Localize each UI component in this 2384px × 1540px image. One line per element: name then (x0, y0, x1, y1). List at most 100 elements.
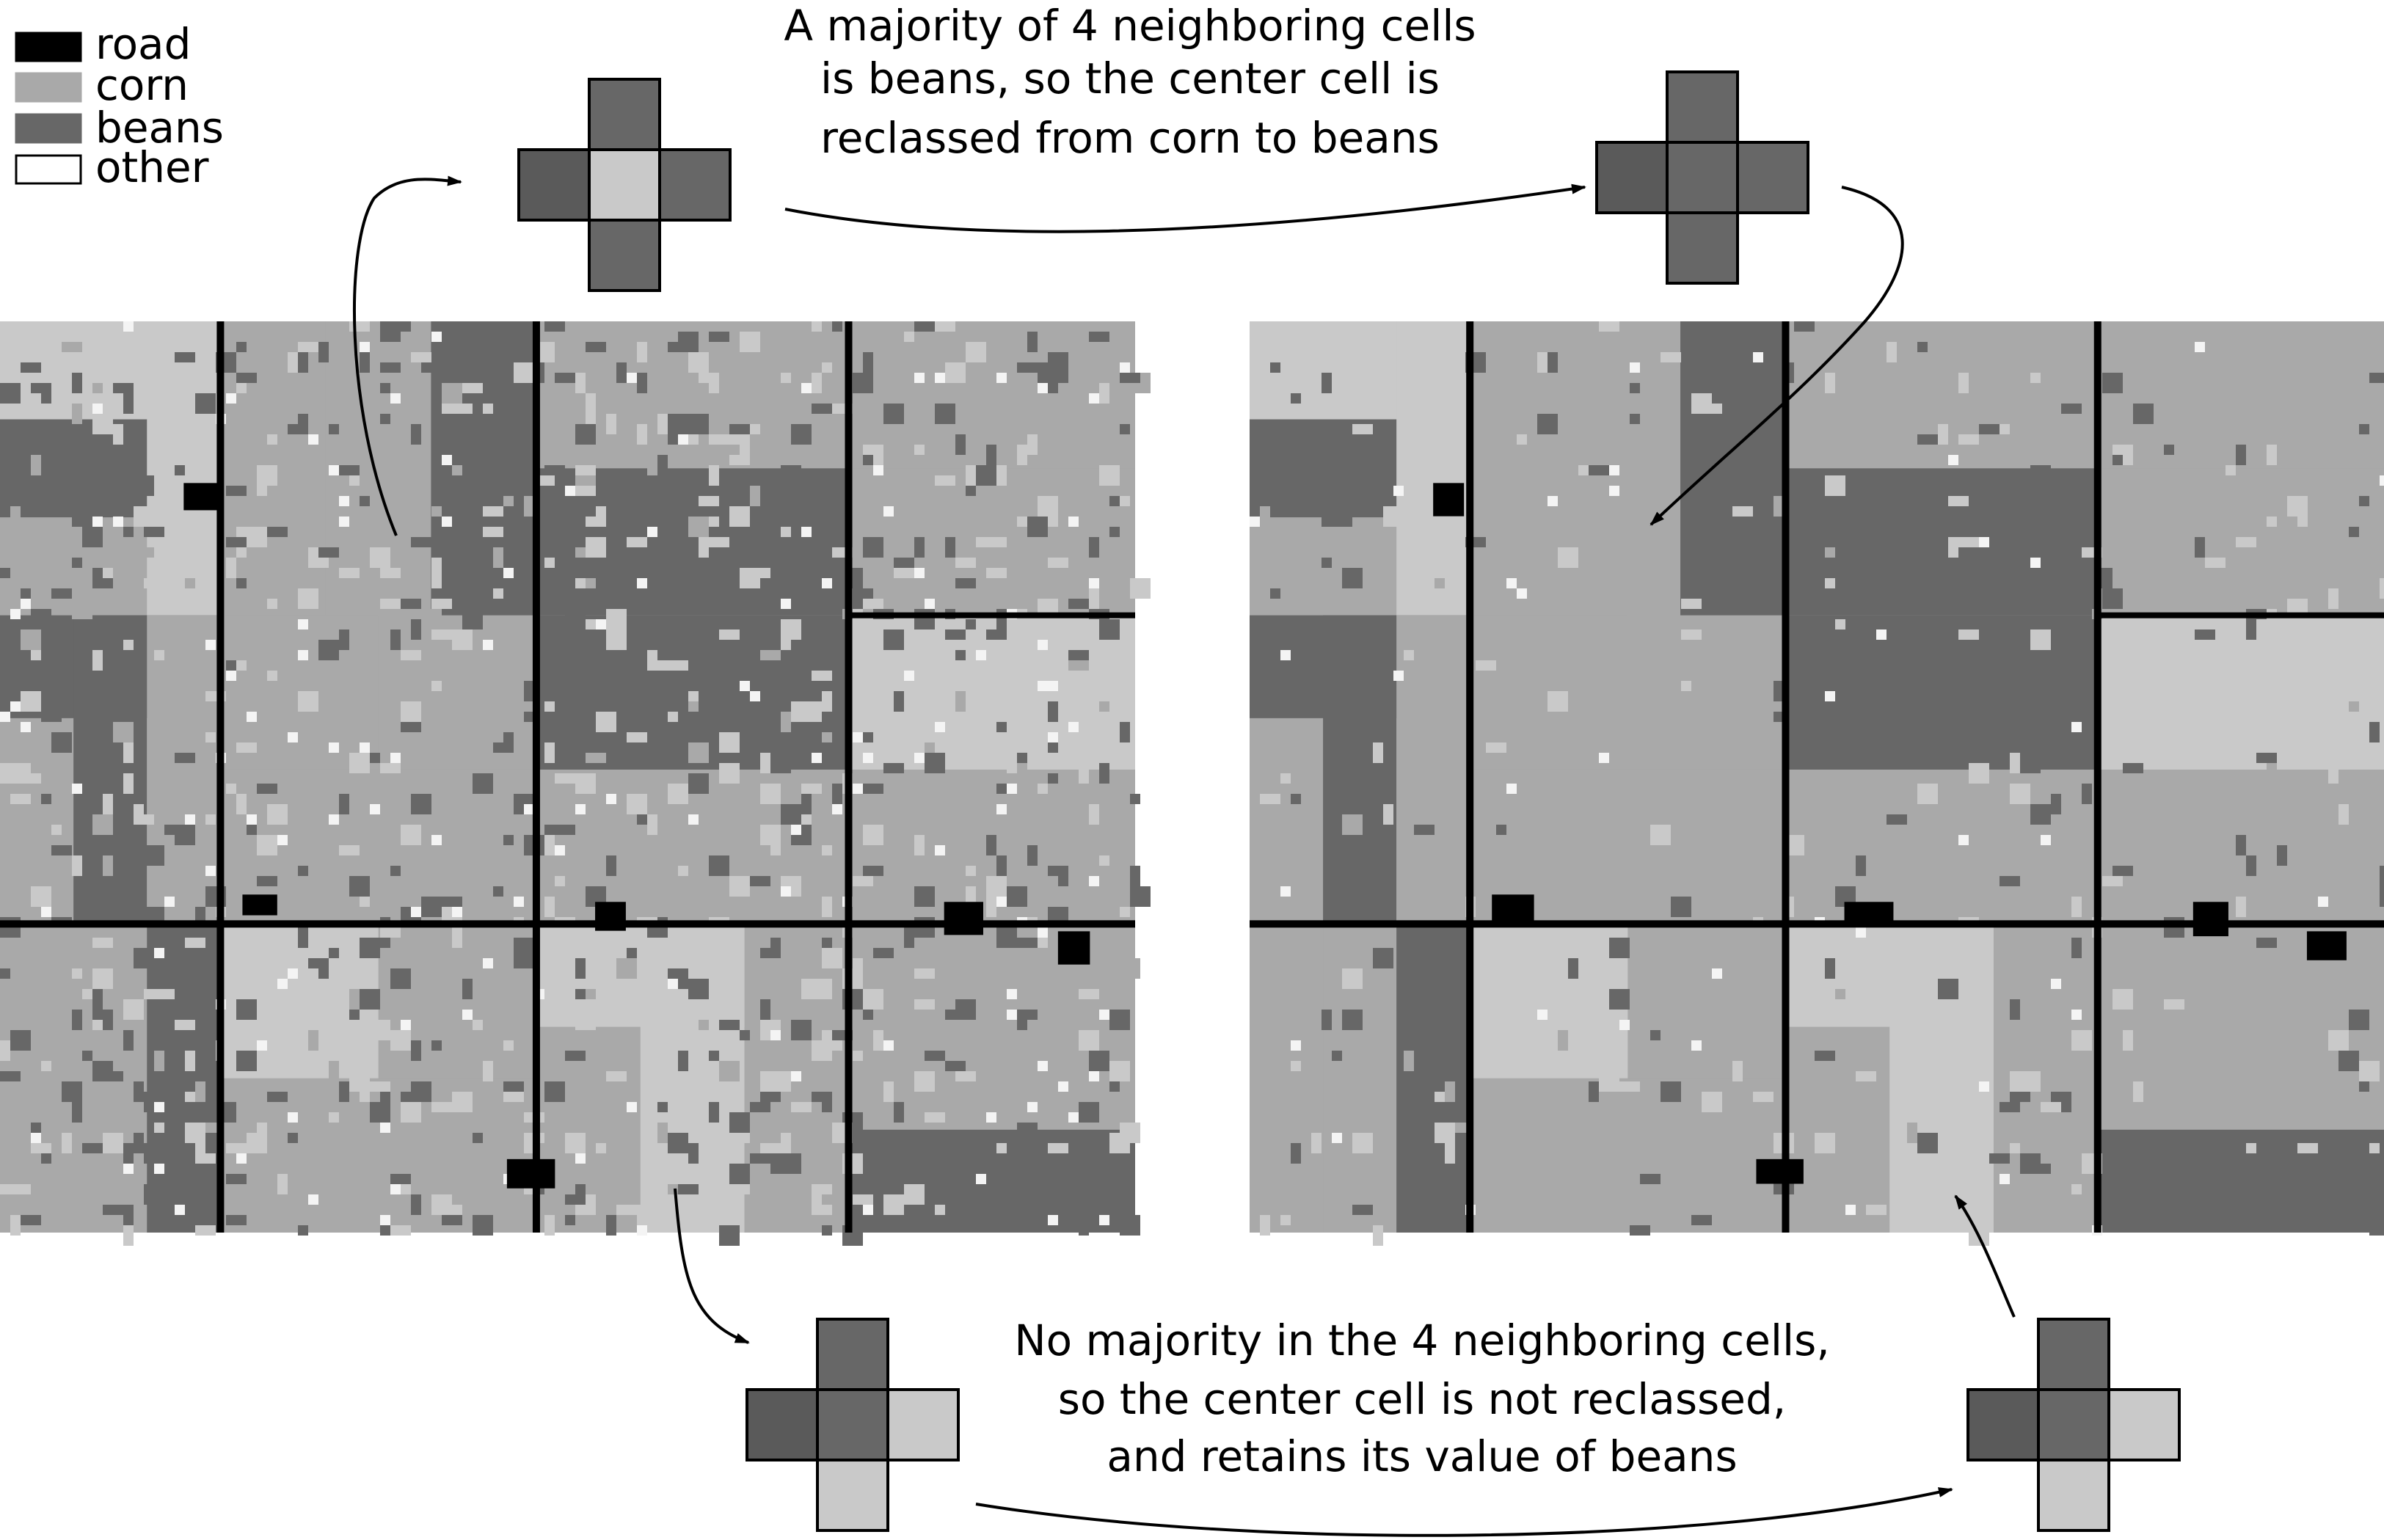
raster-cell (0, 383, 21, 404)
raster-cell (10, 1215, 21, 1236)
raster-cell-other (822, 578, 832, 588)
raster-cell (668, 712, 678, 722)
raster-cell (2154, 794, 2164, 814)
raster-cell (966, 434, 976, 455)
legend-label-beans: beans (95, 103, 224, 153)
raster-cell (791, 424, 812, 445)
raster-cell (2349, 1030, 2369, 1051)
raster-cell (236, 1051, 257, 1071)
raster-cell (144, 578, 154, 588)
raster-cell (801, 784, 822, 794)
raster-cell-other (123, 321, 134, 332)
raster-cell (729, 506, 750, 527)
raster-cell (72, 866, 82, 876)
raster-cell (82, 845, 92, 866)
raster-cell (1825, 547, 1835, 558)
raster-cell (62, 342, 82, 352)
raster-cell (195, 393, 216, 414)
raster-cell (2359, 1061, 2380, 1081)
kernel-cell-c (816, 1388, 889, 1461)
raster-cell (1270, 650, 1280, 671)
raster-cell (586, 1164, 606, 1174)
raster-cell (349, 753, 370, 773)
raster-cell (760, 475, 781, 496)
raster-cell (380, 414, 390, 424)
raster-cell (236, 527, 247, 537)
raster-cell (781, 712, 791, 732)
raster-cell (72, 855, 82, 866)
raster-cell (401, 722, 421, 732)
raster-cell (1568, 958, 1578, 979)
raster-cell-other (1856, 927, 1866, 938)
raster-cell (914, 1133, 925, 1153)
raster-cell-other (883, 1040, 894, 1051)
raster-cell (729, 455, 750, 465)
raster-cell-other (1048, 732, 1058, 742)
raster-cell (103, 855, 113, 876)
raster-cell (339, 794, 349, 814)
raster-cell (925, 558, 935, 568)
raster-cell (226, 1143, 247, 1153)
raster-cell (1109, 496, 1120, 506)
raster-cell (1079, 1102, 1099, 1123)
raster-cell (390, 1030, 411, 1051)
field-parcel (848, 1129, 1135, 1233)
raster-cell (914, 886, 935, 907)
raster-cell-other (360, 742, 370, 753)
raster-cell (473, 1020, 483, 1030)
raster-cell (709, 332, 729, 342)
raster-cell-other (914, 568, 925, 578)
raster-cell (493, 588, 503, 599)
raster-cell (1835, 1164, 1856, 1174)
raster-cell (205, 897, 216, 907)
raster-cell (1007, 712, 1027, 732)
raster-cell (1856, 855, 1866, 876)
raster-cell (575, 373, 586, 393)
raster-cell (257, 465, 277, 486)
raster-cell (329, 948, 339, 958)
raster-cell (185, 578, 195, 588)
raster-cell (226, 1174, 247, 1184)
raster-cell-other (339, 517, 349, 527)
raster-cell (380, 1092, 390, 1112)
raster-cell-other (380, 1215, 390, 1225)
raster-cell (1109, 742, 1120, 763)
raster-cell (370, 547, 390, 568)
raster-cell (92, 650, 103, 671)
raster-cell (760, 619, 770, 640)
raster-cell (1109, 445, 1130, 465)
raster-cell (575, 465, 596, 475)
raster-cell-other (2071, 722, 2082, 732)
raster-cell (955, 999, 976, 1020)
raster-cell (401, 321, 411, 332)
raster-cell (883, 1081, 894, 1102)
raster-cell (575, 352, 596, 362)
raster-cell (729, 794, 750, 804)
raster-cell (914, 445, 925, 455)
raster-cell (401, 1092, 421, 1102)
raster-cell (62, 1133, 72, 1153)
raster-cell-other (1393, 486, 1404, 496)
raster-cell-other (914, 373, 925, 383)
raster-cell-other (565, 486, 575, 496)
raster-cell (2236, 897, 2246, 917)
raster-cell (1435, 465, 1455, 475)
raster-cell-other (1068, 1112, 1079, 1123)
raster-cell (544, 352, 555, 362)
raster-cell (360, 938, 380, 958)
raster-cell (894, 1102, 904, 1123)
raster-cell (688, 701, 699, 712)
raster-cell (1079, 1030, 1099, 1051)
raster-cell (1322, 517, 1332, 527)
raster-cell (1017, 362, 1038, 373)
raster-cell (1774, 496, 1784, 517)
raster-cell (308, 1030, 318, 1051)
raster-cell (164, 414, 185, 434)
raster-cell (1774, 681, 1784, 701)
raster-cell (586, 753, 606, 763)
raster-cell (31, 650, 41, 660)
road-patch (242, 894, 277, 916)
raster-cell-other (637, 1225, 647, 1236)
raster-cell (1958, 629, 1979, 640)
raster-cell (2113, 866, 2133, 876)
